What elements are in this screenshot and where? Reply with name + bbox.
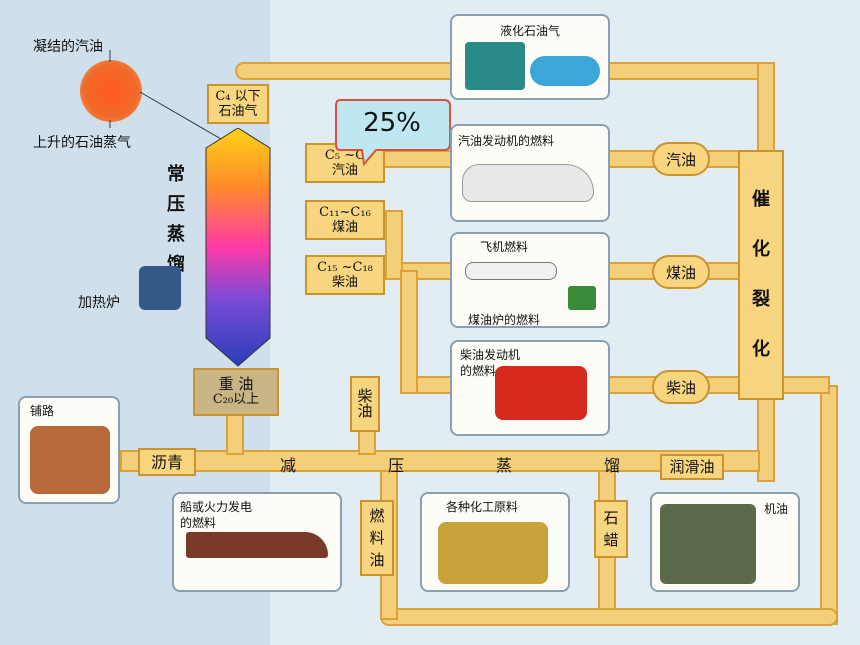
engine-oil-label: 机油 — [764, 502, 789, 516]
box-lube: 润滑油 — [660, 454, 724, 480]
box-c4: C₄ 以下 石油气 — [207, 84, 269, 124]
diesel-char: 油 — [357, 402, 373, 420]
cracking-char: 裂 — [752, 289, 770, 310]
box-cracking: 催 化 裂 化 — [738, 150, 784, 400]
chem-image — [438, 522, 548, 584]
column-char: 蒸 — [167, 224, 185, 245]
oval-diesel: 柴油 — [652, 370, 710, 404]
box-asphalt: 沥青 — [138, 448, 196, 476]
lpg-label: 液化石油气 — [500, 24, 561, 38]
roller-image — [30, 426, 110, 494]
chem-label: 各种化工原料 — [446, 500, 519, 514]
box-wax: 石 蜡 — [594, 500, 628, 558]
c11-label: C₁₁~C₁₆ — [319, 205, 371, 220]
gas-tank-image — [530, 56, 600, 86]
c5-label: C₅ ~C — [324, 148, 366, 163]
pipe-vacuum — [120, 450, 760, 472]
vacuum-label: 减 压 蒸 馏 — [280, 452, 620, 476]
heavy-sub: C₂₀以上 — [212, 392, 260, 407]
tractor-image — [495, 366, 587, 420]
diesel-engine-label2: 的燃料 — [460, 364, 497, 378]
heavy-label: 重 油 — [218, 375, 254, 393]
c15-label: C₁₅ ~C₁₈ — [317, 260, 373, 275]
fuel-char: 料 — [369, 529, 385, 547]
oval-gasoline: 汽油 — [652, 142, 710, 176]
diesel-char: 柴 — [357, 387, 373, 405]
c4-label: C₄ 以下 — [215, 89, 261, 104]
box-heavy: 重 油 C₂₀以上 — [193, 368, 279, 416]
heater-icon — [139, 266, 181, 310]
label-rising: 上升的石油蒸气 — [33, 135, 131, 151]
c15-sub: 柴油 — [331, 275, 358, 290]
ship-label2: 的燃料 — [180, 516, 217, 530]
fuel-char: 燃 — [369, 507, 385, 525]
jet-label: 飞机燃料 — [480, 240, 529, 254]
vacuum-char: 压 — [387, 456, 404, 475]
label-condensed: 凝结的汽油 — [33, 39, 103, 55]
pipe-diesel-link — [400, 270, 418, 394]
mechanic-image — [660, 504, 756, 584]
fuel-char: 油 — [369, 551, 385, 569]
vacuum-char: 蒸 — [495, 456, 512, 475]
droplet-ball — [80, 60, 142, 122]
c5-sub: 汽油 — [331, 163, 358, 178]
box-c15: C₁₅ ~C₁₈ 柴油 — [305, 255, 385, 295]
distillation-column — [205, 128, 271, 367]
label-heater: 加热炉 — [78, 295, 120, 311]
road-label: 铺路 — [30, 404, 55, 418]
panel-jet — [450, 232, 610, 328]
column-char: 压 — [167, 194, 185, 215]
cracking-char: 化 — [752, 339, 770, 360]
c4-sub: 石油气 — [218, 104, 258, 119]
gas-engine-label: 汽油发动机的燃料 — [458, 134, 555, 148]
car-image — [462, 164, 594, 202]
box-fuel-oil: 燃 料 油 — [360, 500, 394, 576]
cracking-char: 催 — [752, 189, 770, 210]
callout-text: 25% — [363, 108, 421, 138]
stove-image — [568, 286, 596, 310]
ship-image — [186, 532, 328, 558]
diesel-engine-label: 柴油发动机 — [460, 348, 521, 362]
pipe-kero-link — [385, 210, 403, 280]
wax-char: 蜡 — [603, 531, 619, 549]
stove-label: 煤油炉的燃料 — [468, 313, 541, 327]
column-label: 常 压 蒸 馏 — [165, 160, 187, 280]
plane-image — [465, 262, 557, 280]
box-diesel-vertical: 柴 油 — [350, 376, 380, 432]
callout-shape — [335, 99, 451, 167]
c11-sub: 煤油 — [331, 220, 358, 235]
lpg-image — [465, 42, 525, 90]
ship-label: 船或火力发电 — [180, 500, 253, 514]
wax-char: 石 — [603, 509, 619, 527]
column-char: 常 — [167, 164, 185, 185]
cracking-char: 化 — [752, 239, 770, 260]
vacuum-char: 减 — [280, 456, 297, 475]
box-c11: C₁₁~C₁₆ 煤油 — [305, 200, 385, 240]
oval-kerosene: 煤油 — [652, 255, 710, 289]
vacuum-char: 馏 — [603, 456, 620, 475]
